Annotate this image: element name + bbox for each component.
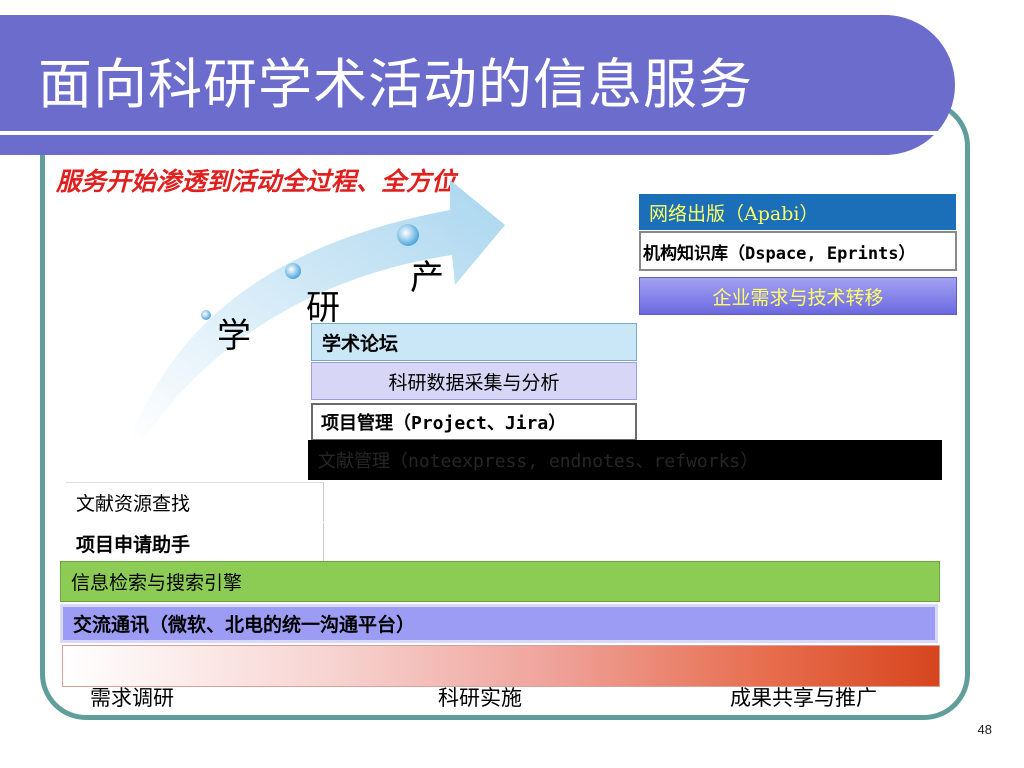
service-project-mgmt: 项目管理（Project、Jira） bbox=[311, 403, 637, 441]
service-tech-transfer: 企业需求与技术转移 bbox=[639, 277, 957, 315]
phase-implementation: 科研实施 bbox=[438, 686, 522, 710]
stage-dot-research bbox=[285, 263, 301, 279]
research-phase-bar bbox=[62, 645, 940, 687]
service-communication: 交流通讯（微软、北电的统一沟通平台） bbox=[60, 604, 938, 643]
stage-dot-produce bbox=[397, 224, 419, 246]
service-data-collection: 科研数据采集与分析 bbox=[311, 362, 637, 400]
stage-label-produce: 产 bbox=[410, 258, 444, 298]
page-number: 48 bbox=[977, 722, 992, 737]
stage-label-learn: 学 bbox=[217, 316, 251, 356]
phase-sharing: 成果共享与推广 bbox=[730, 686, 877, 710]
service-repository: 机构知识库（Dspace, Eprints） bbox=[639, 231, 957, 271]
progress-arrow bbox=[130, 180, 505, 442]
title-underline bbox=[0, 131, 955, 135]
service-grant-assistant: 项目申请助手 bbox=[66, 523, 324, 563]
slide-title: 面向科研学术活动的信息服务 bbox=[38, 53, 753, 116]
stage-label-research: 研 bbox=[306, 288, 340, 328]
slide-subtitle: 服务开始渗透到活动全过程、全方位 bbox=[56, 167, 457, 196]
service-resource-search: 文献资源查找 bbox=[66, 482, 324, 522]
service-forum: 学术论坛 bbox=[311, 323, 637, 361]
service-publishing: 网络出版（Apabi） bbox=[639, 194, 956, 230]
service-reference-mgmt: 文献管理（noteexpress, endnotes、refworks） bbox=[308, 440, 942, 480]
phase-requirements: 需求调研 bbox=[90, 686, 174, 710]
service-search-engine: 信息检索与搜索引擎 bbox=[60, 561, 940, 602]
stage-dot-learn bbox=[201, 310, 211, 320]
